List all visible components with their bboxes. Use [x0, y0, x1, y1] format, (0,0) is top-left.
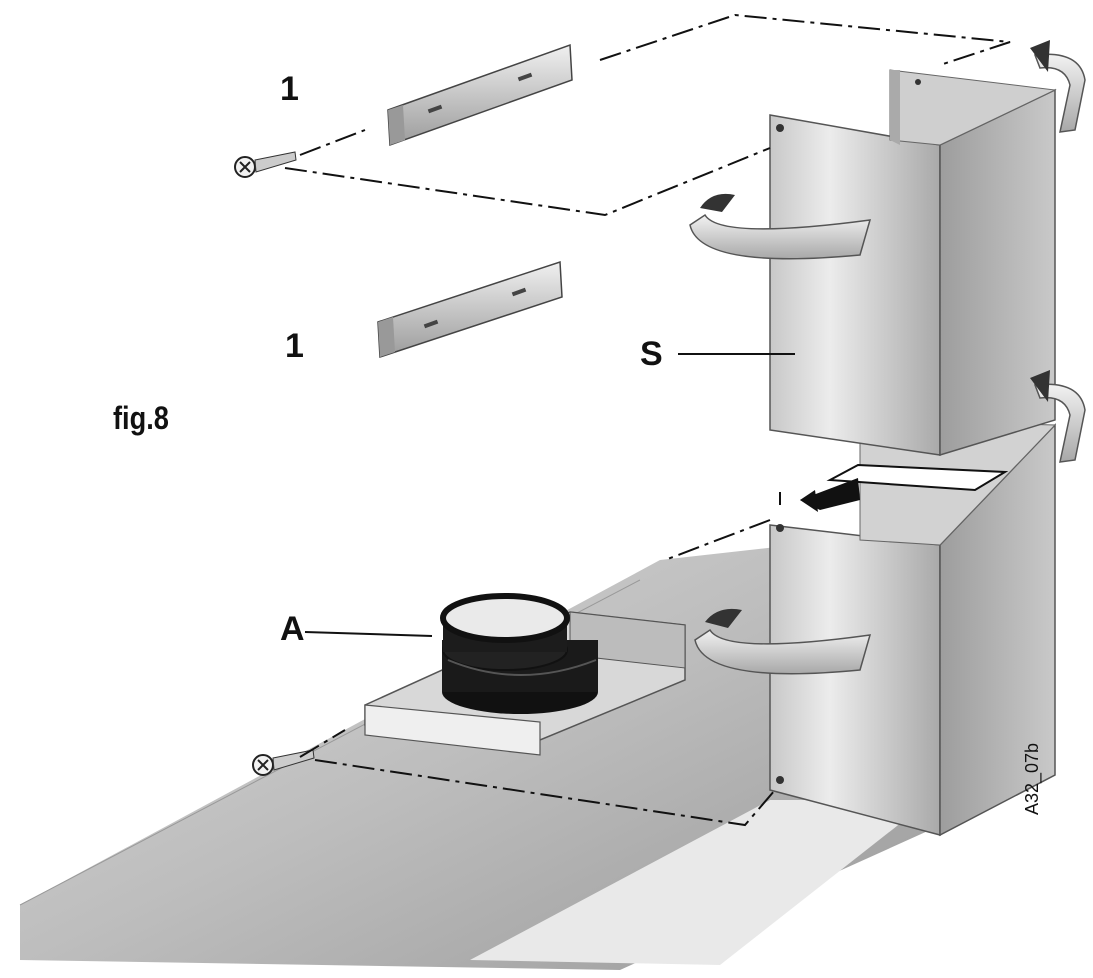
rotate-arrow-icon	[1030, 40, 1086, 133]
insert-arrow-icon	[800, 490, 818, 512]
label-part-a: A	[280, 610, 305, 648]
label-part-1-bottom: 1	[285, 327, 304, 365]
alignment-lines	[284, 13, 1011, 827]
rotate-arrow-icon	[694, 608, 872, 675]
label-part-1-top: 1	[280, 70, 299, 108]
figure-code: A32_07b	[1022, 742, 1042, 815]
leader-line-a	[304, 631, 433, 637]
figure-label: fig.8	[113, 400, 169, 436]
upper-duct-box-s	[769, 69, 1057, 457]
collar-a	[440, 593, 598, 714]
screw-icon	[234, 151, 297, 178]
label-part-s: S	[640, 335, 663, 373]
bracket-top	[387, 43, 573, 147]
filter-insert	[800, 463, 1009, 512]
bracket-bottom	[377, 260, 563, 359]
rotate-arrow-icon	[1030, 370, 1086, 463]
rotate-arrow-icon	[689, 193, 872, 260]
